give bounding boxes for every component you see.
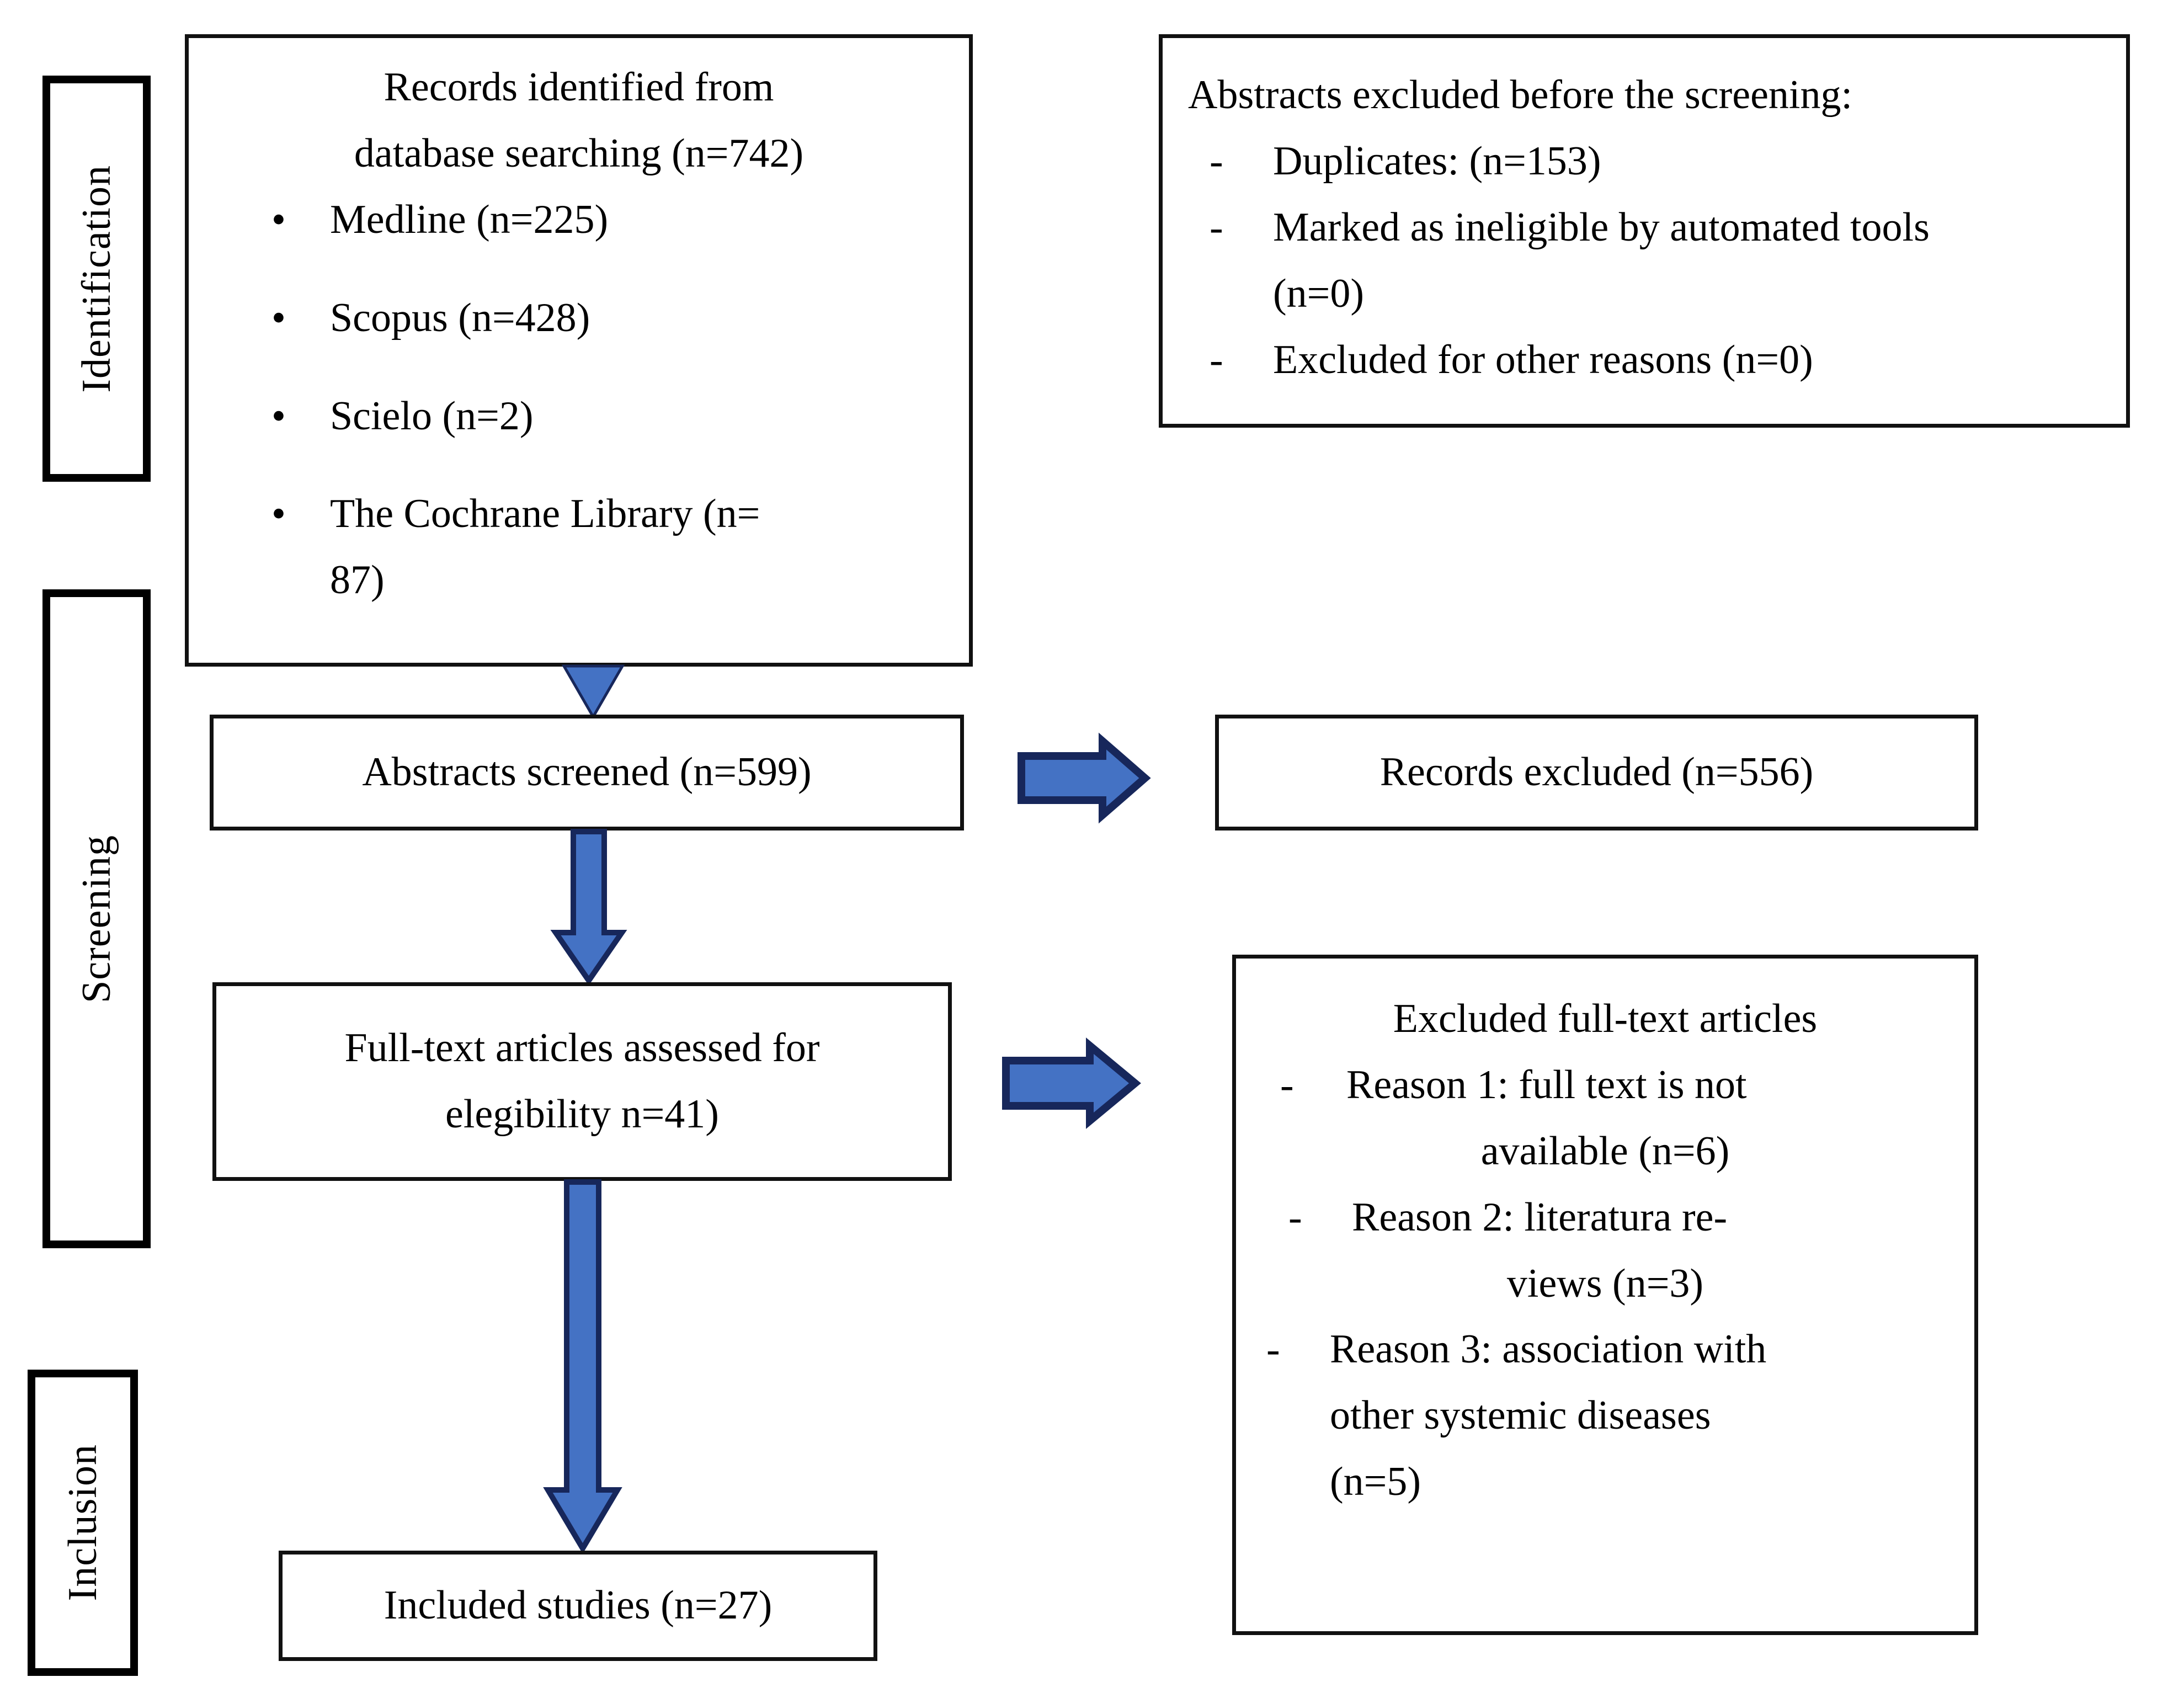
list-item-continuation: (n=0) (1163, 261, 2126, 327)
dash-marker: - (1210, 337, 1223, 382)
list-item-continuation: available (n=6) (1236, 1119, 1974, 1185)
list-item-label: Excluded for other reasons (n=0) (1273, 337, 1813, 382)
dash-marker: - (1210, 138, 1223, 184)
list-item-continuation: 87) (271, 547, 969, 614)
list-item-continuation: views (n=3) (1236, 1251, 1974, 1317)
list-item: - Reason 1: full text is not (1236, 1052, 1974, 1119)
list-item: - Excluded for other reasons (n=0) (1163, 327, 2126, 393)
stage-label-inclusion: Inclusion (28, 1370, 138, 1676)
list-item-label: Reason 2: literatura re- (1352, 1194, 1728, 1240)
list-item: • The Cochrane Library (n= (271, 481, 969, 547)
list-item-label: (n=0) (1273, 270, 1365, 316)
dash-marker: - (1266, 1327, 1280, 1372)
list-item: - Duplicates: (n=153) (1163, 129, 2126, 195)
box-abstracts-screened: Abstracts screened (n=599) (210, 715, 964, 830)
arrow-fulltext-to-fulltext-excluded (1002, 1037, 1141, 1129)
box-abstracts-excluded: Abstracts excluded before the screening:… (1159, 34, 2130, 428)
list-item-label: available (n=6) (1480, 1128, 1730, 1174)
box-included-studies: Included studies (n=27) (279, 1551, 877, 1661)
arrow-identified-to-screened (561, 664, 625, 720)
list-item-label: Medline (n=225) (330, 196, 609, 242)
records-identified-heading-line2: database searching (n=742) (354, 130, 804, 176)
arrow-screened-to-records-excluded (1018, 732, 1151, 824)
list-item-continuation: (n=5) (1236, 1449, 1974, 1515)
arrow-fulltext-to-included (543, 1179, 622, 1554)
dash-marker: - (1210, 204, 1223, 250)
stage-label-screening: Screening (42, 589, 151, 1248)
list-item-label: Marked as ineligible by automated tools (1273, 204, 1930, 250)
list-item-label: (n=5) (1330, 1459, 1421, 1505)
stage-label-screening-text: Screening (74, 834, 119, 1003)
box-records-identified: Records identified from database searchi… (185, 34, 973, 667)
list-item: • Medline (n=225) (271, 187, 969, 253)
list-item: • Scopus (n=428) (271, 285, 969, 352)
records-identified-source-list: • Medline (n=225) • Scopus (n=428) • Sci… (189, 187, 969, 614)
fulltext-assessed-line1: Full-text articles assessed for (344, 1025, 820, 1071)
list-item-label: Duplicates: (n=153) (1273, 138, 1601, 184)
list-item-label: views (n=3) (1506, 1260, 1704, 1306)
list-item-label: The Cochrane Library (n= (330, 491, 760, 537)
bullet-marker: • (271, 196, 286, 242)
box-fulltext-assessed: Full-text articles assessed for elegibil… (212, 982, 952, 1181)
box-records-excluded: Records excluded (n=556) (1215, 715, 1978, 830)
list-item: - Reason 3: association with (1236, 1317, 1974, 1383)
dash-marker: - (1288, 1194, 1302, 1240)
list-item-label: Reason 1: full text is not (1346, 1062, 1747, 1108)
list-item: - Marked as ineligible by automated tool… (1163, 195, 2126, 261)
fulltext-excluded-heading: Excluded full-text articles (1393, 996, 1818, 1041)
bullet-marker: • (271, 295, 286, 340)
list-item-label: Scielo (n=2) (330, 393, 534, 439)
bullet-marker: • (271, 393, 286, 439)
fulltext-assessed-line2: elegibility n=41) (445, 1092, 719, 1137)
list-item: • Scielo (n=2) (271, 384, 969, 450)
list-item: - Reason 2: literatura re- (1236, 1185, 1974, 1251)
list-item-label: 87) (330, 557, 385, 603)
records-excluded-label: Records excluded (n=556) (1379, 749, 1814, 795)
list-item-label: other systemic diseases (1330, 1393, 1711, 1439)
stage-label-identification-text: Identification (74, 164, 119, 393)
list-item-label: Scopus (n=428) (330, 295, 590, 340)
stage-label-identification: Identification (42, 76, 151, 482)
abstracts-screened-label: Abstracts screened (n=599) (362, 749, 812, 795)
records-identified-heading-line1: Records identified from (383, 65, 774, 110)
bullet-marker: • (271, 491, 286, 537)
abstracts-excluded-heading: Abstracts excluded before the screening: (1188, 72, 1853, 118)
fulltext-excluded-reason-list: - Reason 1: full text is not available (… (1236, 1052, 1974, 1515)
stage-label-inclusion-text: Inclusion (60, 1444, 105, 1601)
list-item-continuation: other systemic diseases (1236, 1383, 1974, 1449)
abstracts-excluded-reason-list: - Duplicates: (n=153) - Marked as inelig… (1163, 129, 2126, 393)
included-studies-label: Included studies (n=27) (383, 1583, 773, 1628)
box-fulltext-excluded: Excluded full-text articles - Reason 1: … (1232, 955, 1978, 1635)
arrow-screened-to-fulltext (550, 829, 627, 986)
list-item-label: Reason 3: association with (1330, 1327, 1767, 1372)
dash-marker: - (1280, 1062, 1294, 1108)
